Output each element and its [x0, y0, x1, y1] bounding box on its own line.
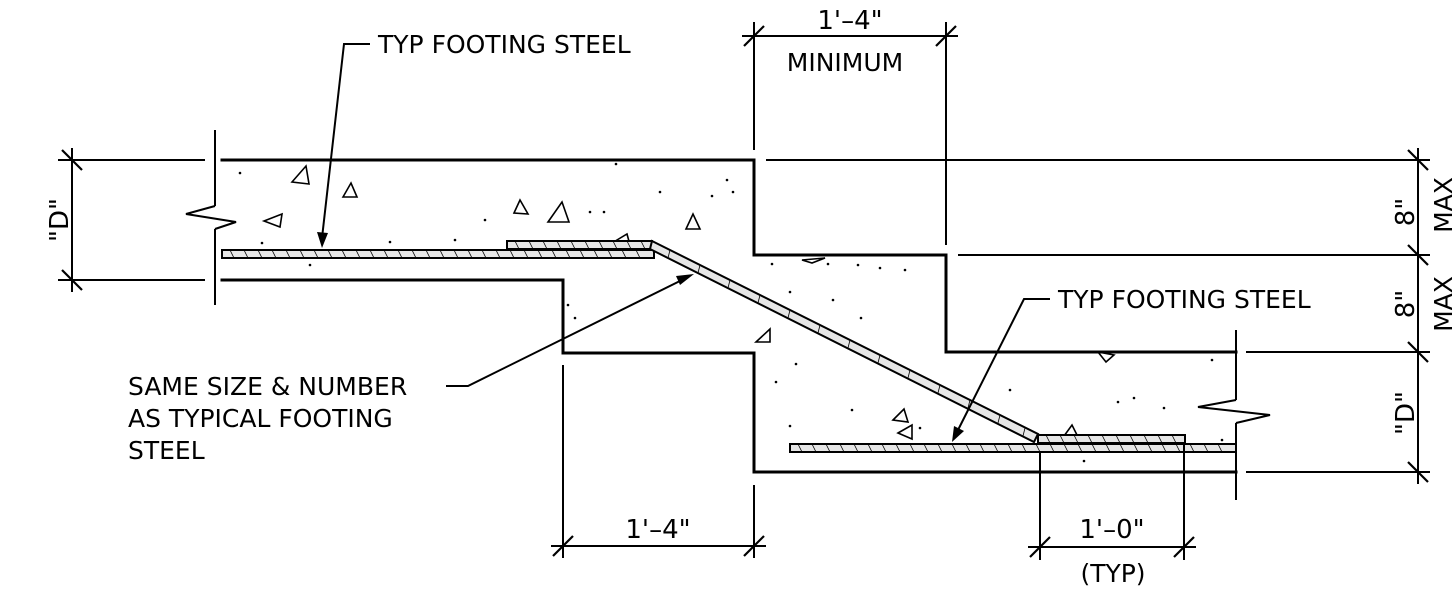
dim-right-stack [766, 148, 1430, 484]
dim-step-upper-text: 8" [1391, 198, 1421, 227]
dim-lap-length [1028, 443, 1196, 560]
footing-outline [220, 158, 1238, 474]
lower-footing-bar [789, 443, 1237, 453]
reinforcing-steel [221, 239, 1237, 453]
label-typ-footing-steel-lower: TYP FOOTING STEEL [1057, 285, 1311, 314]
dim-step-lower-text: 8" [1391, 290, 1421, 319]
dim-depth-left [58, 148, 205, 292]
dim-step-lower-note: MAX [1429, 276, 1452, 332]
leader-upper-steel [317, 43, 370, 248]
label-same-size-line2: AS TYPICAL FOOTING [128, 404, 393, 433]
dim-bottom-width [551, 365, 766, 558]
dim-top-width-note: MINIMUM [787, 48, 903, 77]
dim-bottom-width-text: 1'–4" [625, 515, 690, 545]
dim-top-width [742, 22, 958, 245]
dim-depth-left-text: "D" [45, 198, 75, 242]
lower-lap-bar [1037, 434, 1186, 444]
right-break-line [1197, 330, 1271, 500]
label-same-size-line3: STEEL [128, 436, 205, 465]
dim-step-upper-note: MAX [1429, 177, 1452, 233]
dim-depth-right-text: "D" [1391, 391, 1421, 435]
dim-lap-length-text: 1'–0" [1079, 515, 1144, 545]
label-same-size-line1: SAME SIZE & NUMBER [128, 372, 407, 401]
upper-footing-bar [221, 249, 655, 259]
left-break-line [185, 130, 237, 305]
label-typ-footing-steel-upper: TYP FOOTING STEEL [377, 30, 631, 59]
concrete-stipple [238, 162, 1224, 463]
bent-step-bar [648, 239, 1040, 444]
dim-lap-length-note: (TYP) [1080, 559, 1145, 588]
dim-top-width-text: 1'–4" [817, 6, 882, 36]
leader-same-size [446, 274, 694, 387]
leader-lower-steel [952, 298, 1050, 442]
